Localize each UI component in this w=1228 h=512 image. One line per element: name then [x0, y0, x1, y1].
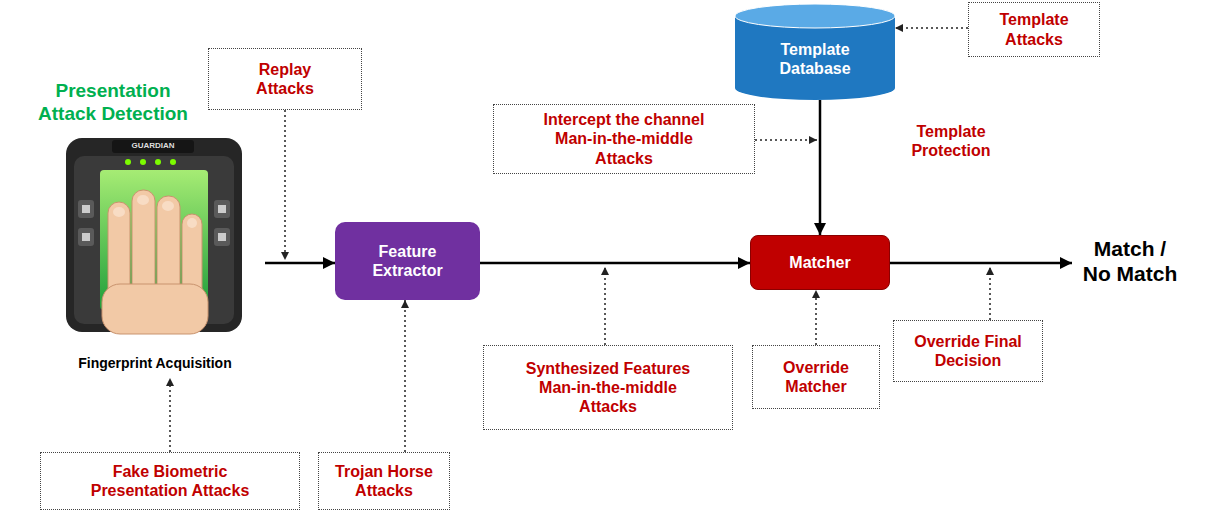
attack-callout: Trojan Horse Attacks [318, 452, 450, 510]
attack-callout: Template Attacks [968, 2, 1100, 57]
node-text: Fake Biometric Presentation Attacks [68, 462, 273, 500]
attack-callout: Intercept the channel Man-in-the-middle … [493, 104, 755, 174]
fingernail [113, 207, 125, 217]
attack-arrow [895, 27, 968, 29]
protection-label: Template Protection [895, 122, 1007, 160]
node-text: Fingerprint Acquisition [78, 355, 231, 372]
node-text: Trojan Horse Attacks [325, 462, 443, 500]
side-button [78, 200, 94, 218]
output-label: Match / No Match [1078, 236, 1182, 286]
attack-callout: Override Matcher [752, 345, 880, 409]
attack-arrow [815, 290, 817, 345]
attack-pointer [989, 267, 991, 320]
scanner-illustration [66, 138, 242, 334]
flow-arrow [480, 262, 750, 265]
status-led [155, 159, 161, 165]
attack-arrow [404, 300, 406, 452]
cylinder-top [735, 4, 895, 28]
side-button [214, 228, 230, 246]
cylinder-body [735, 16, 895, 100]
status-led [140, 159, 146, 165]
attack-callout: Override Final Decision [893, 320, 1043, 382]
node-text: Override Matcher [766, 358, 866, 396]
status-led [170, 159, 176, 165]
status-led [125, 159, 131, 165]
node-text: Matcher [789, 253, 850, 272]
brand-label: GUARDIAN [118, 141, 188, 151]
fingernail [137, 195, 149, 205]
button-icon [218, 205, 226, 213]
node-text: Intercept the channel Man-in-the-middle … [529, 110, 719, 168]
node-text: Template Attacks [978, 10, 1090, 48]
button-icon [218, 233, 226, 241]
scanner-device: Fingerprint Acquisition [45, 135, 265, 378]
button-icon [82, 233, 90, 241]
flow-arrow [265, 262, 335, 265]
node-text: Override Final Decision [903, 332, 1033, 370]
node-text: Replay Attacks [240, 60, 330, 98]
attack-pointer [284, 110, 286, 260]
attack-arrow [169, 378, 171, 452]
flow-arrow [819, 100, 822, 235]
process-box: Matcher [750, 235, 890, 290]
attack-pointer [604, 267, 606, 345]
node-text: Template Database [755, 40, 875, 78]
node-text: Feature Extractor [353, 242, 463, 280]
brand-plate [112, 140, 194, 153]
side-button [214, 200, 230, 218]
section-label: Presentation Attack Detection [28, 80, 198, 126]
fingernail [187, 218, 197, 228]
attack-callout: Synthesized Features Man-in-the-middle A… [483, 345, 733, 430]
database-cylinder: Template Database [735, 4, 895, 100]
attack-pointer [755, 139, 817, 141]
fingernail [162, 201, 174, 211]
attack-callout: Replay Attacks [208, 48, 362, 110]
palm [102, 284, 208, 334]
output-arrow [890, 262, 1072, 265]
node-text: Synthesized Features Man-in-the-middle A… [516, 359, 701, 417]
button-icon [82, 205, 90, 213]
process-box: Feature Extractor [335, 222, 480, 300]
attack-callout: Fake Biometric Presentation Attacks [40, 452, 300, 510]
side-button [78, 228, 94, 246]
